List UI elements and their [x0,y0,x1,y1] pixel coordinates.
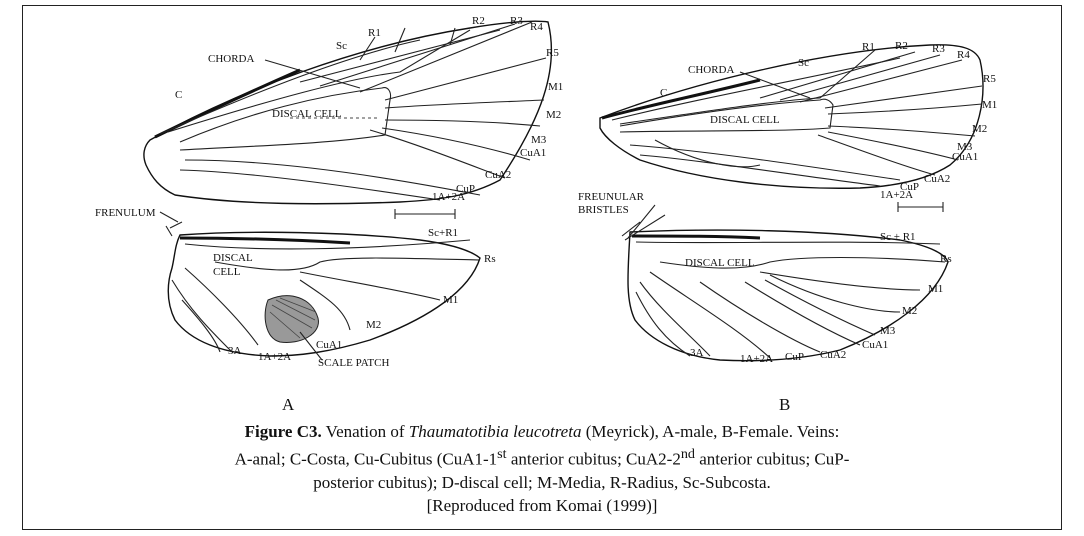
label-1a2a: 1A+2A [880,189,913,201]
label-m2: M2 [902,305,917,317]
label-cua1: CuA1 [862,339,888,351]
label-3a: 3A [228,345,242,357]
panel-b-letter: B [779,395,790,414]
label-discal-cell: DISCAL CELL [272,108,342,120]
label-r2: R2 [895,40,908,52]
caption-line-1: Figure C3. Venation of Thaumatotibia leu… [0,420,1084,443]
label-c: C [175,89,182,101]
species-name: Thaumatotibia leucotreta [409,422,582,441]
label-bristles: BRISTLES [578,204,629,216]
label-m2: M2 [972,123,987,135]
label-cua2: CuA2 [924,173,950,185]
label-r3: R3 [510,15,523,27]
label-m3: M3 [531,134,547,146]
label-cup: CuP [785,351,804,363]
label-m1: M1 [548,81,563,93]
label-1a2a: 1A+2A [740,353,773,365]
label-chorda: CHORDA [208,53,255,65]
label-rs: Rs [940,253,952,265]
label-frenulum: FRENULUM [95,207,156,219]
caption-line-2a: A-anal; C-Costa, Cu-Cubitus (CuA1-1 [235,450,498,469]
label-m1: M1 [982,99,997,111]
label-1a2a: 1A+2A [258,351,291,363]
label-cua1: CuA1 [520,147,546,159]
label-chorda: CHORDA [688,64,735,76]
panel-a-hindwing-labels: FRENULUM Sc+R1 DISCAL CELL Rs M1 M2 CuA1… [95,207,496,369]
wing-venation-diagram: R1 R2 R3 R4 R5 Sc CHORDA C DISCAL CELL M… [0,0,1084,420]
panel-b-hindwing-labels: FREUNULAR BRISTLES Sc + R1 DISCAL CELL R… [578,191,952,365]
panel-b-hindwing [622,205,948,361]
caption-line-3: posterior cubitus); D-discal cell; M-Med… [0,471,1084,494]
label-cell: CELL [213,266,241,278]
label-cua2: CuA2 [820,349,846,361]
caption-line-4: [Reproduced from Komai (1999)] [0,494,1084,517]
label-m2: M2 [546,109,561,121]
caption-line-2: A-anal; C-Costa, Cu-Cubitus (CuA1-1st an… [0,443,1084,471]
caption-line-2b: anterior cubitus; CuA2-2 [507,450,681,469]
label-r1: R1 [862,41,875,53]
panel-a-scale-bar [395,209,455,219]
label-r5: R5 [546,47,559,59]
label-m3: M3 [880,325,896,337]
label-scale-patch: SCALE PATCH [318,357,389,369]
label-3a: 3A [690,347,704,359]
label-m1: M1 [443,294,458,306]
label-r5: R5 [983,73,996,85]
caption-sup-nd: nd [681,446,695,462]
label-sc-r1: Sc + R1 [880,231,916,243]
label-cua1: CuA1 [952,151,978,163]
label-rs: Rs [484,253,496,265]
label-r3: R3 [932,43,945,55]
label-r4: R4 [957,49,970,61]
label-1a2a: 1A+2A [432,191,465,203]
label-r2: R2 [472,15,485,27]
figure-label: Figure C3. [245,422,322,441]
label-sc-r1: Sc+R1 [428,227,458,239]
panel-a-forewing-labels: R1 R2 R3 R4 R5 Sc CHORDA C DISCAL CELL M… [175,15,563,203]
label-m2: M2 [366,319,381,331]
label-sc: Sc [798,57,809,69]
label-sc: Sc [336,40,347,52]
panel-b-forewing [600,45,983,188]
label-discal: DISCAL [213,252,253,264]
label-m1: M1 [928,283,943,295]
label-freunular: FREUNULAR [578,191,645,203]
label-cua1: CuA1 [316,339,342,351]
label-discal-cell: DISCAL CELL [710,114,780,126]
label-discal-cell: DISCAL CELL [685,257,755,269]
panel-a-letter: A [282,395,295,414]
caption-line-2c: anterior cubitus; CuP- [695,450,849,469]
label-cua2: CuA2 [485,169,511,181]
caption-text-2: (Meyrick), A-male, B-Female. Veins: [581,422,839,441]
caption-sup-st: st [497,446,506,462]
label-r1: R1 [368,27,381,39]
caption-text-1: Venation of [322,422,409,441]
label-r4: R4 [530,21,543,33]
figure-caption: Figure C3. Venation of Thaumatotibia leu… [0,420,1084,517]
panel-b-scale-bar [898,202,943,212]
label-c: C [660,87,667,99]
